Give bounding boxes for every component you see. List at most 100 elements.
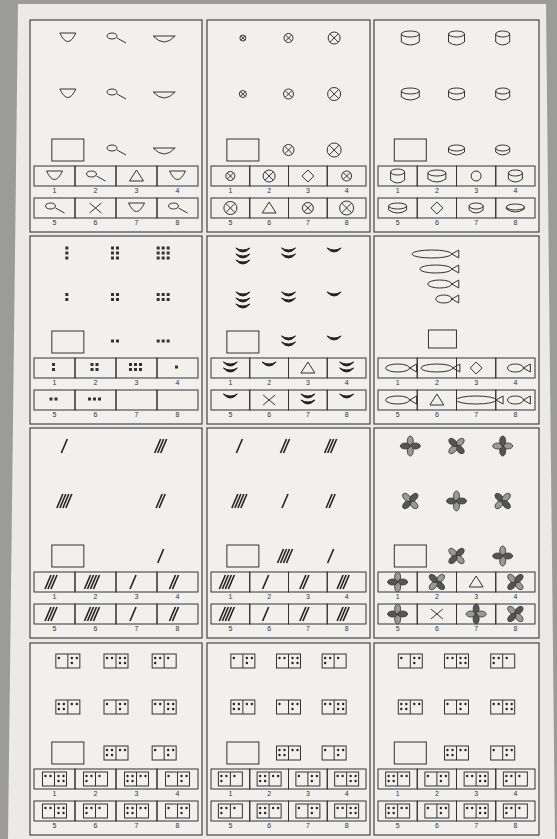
cup-figure — [47, 171, 63, 180]
figure-stroke — [511, 703, 513, 705]
figure-stroke — [298, 775, 300, 777]
option-number: 5 — [225, 822, 235, 830]
option-box — [211, 801, 250, 821]
domino-figure — [445, 700, 469, 714]
dot-figure — [162, 257, 165, 260]
domino-figure — [322, 654, 346, 668]
bowl-figure — [153, 92, 175, 98]
figure-stroke — [336, 807, 338, 809]
option-box — [75, 390, 116, 410]
option-number: 6 — [432, 411, 442, 419]
option-box — [211, 358, 250, 378]
figure-stroke — [334, 746, 335, 760]
figure-stroke — [265, 172, 273, 180]
figure-stroke — [471, 775, 473, 777]
slash-figure — [158, 549, 164, 563]
figure-stroke — [233, 708, 235, 710]
figure-stroke — [337, 749, 339, 751]
figure-stroke — [387, 775, 389, 777]
figure-stroke — [238, 708, 240, 710]
figure-stroke — [167, 708, 169, 710]
figure-stroke — [496, 34, 510, 45]
option-number: 4 — [173, 790, 183, 798]
fish-figure — [412, 250, 452, 258]
figure-stroke — [324, 749, 326, 751]
dot-figure — [129, 363, 132, 366]
figure-stroke — [283, 754, 285, 756]
option-box — [378, 572, 417, 592]
figure-stroke — [484, 775, 486, 777]
figure-stroke — [493, 703, 495, 705]
figure-stroke — [449, 91, 465, 100]
slash-figure — [235, 494, 241, 508]
figure-stroke — [62, 775, 64, 777]
figure-stroke — [413, 657, 415, 659]
item-frame — [30, 428, 202, 638]
figure-stroke — [479, 807, 481, 809]
option-number: 5 — [225, 411, 235, 419]
slash-figure — [328, 549, 334, 563]
slash-figure — [287, 549, 293, 563]
figure-stroke — [119, 662, 121, 664]
figure-stroke — [324, 703, 326, 705]
option-box — [75, 604, 116, 624]
domino-figure — [503, 772, 527, 786]
cup-figure — [170, 171, 186, 180]
figure-stroke — [498, 657, 500, 659]
figure-stroke — [167, 775, 169, 777]
option-box — [457, 572, 496, 592]
figure-stroke — [330, 34, 338, 42]
dot-figure — [167, 247, 170, 250]
figure-stroke — [405, 807, 407, 809]
figure-stroke — [446, 703, 448, 705]
figure-stroke — [220, 807, 222, 809]
figure-stroke — [71, 662, 73, 664]
figure-stroke — [484, 812, 486, 814]
figure-stroke — [116, 654, 117, 668]
domino-figure — [152, 700, 176, 714]
figure-stroke — [63, 708, 65, 710]
option-box — [34, 604, 75, 624]
domino-figure — [56, 654, 80, 668]
option-box — [211, 604, 250, 624]
figure-stroke — [242, 700, 243, 714]
dot-figure — [157, 247, 160, 250]
figure-stroke — [269, 804, 270, 818]
circle-x-figure — [284, 89, 294, 99]
circle-figure — [471, 171, 481, 181]
dot-figure — [167, 340, 170, 343]
option-box — [378, 390, 417, 410]
domino-figure — [425, 772, 449, 786]
slash-figure — [159, 494, 165, 508]
option-number: 3 — [132, 790, 142, 798]
figure-stroke — [233, 703, 235, 705]
circle-x-figure — [224, 202, 237, 215]
figure-stroke — [264, 775, 266, 777]
fish-figure — [386, 396, 410, 404]
figure-stroke — [337, 703, 339, 705]
figure-stroke — [493, 657, 495, 659]
figure-stroke — [445, 775, 447, 777]
fish-figure — [421, 364, 453, 372]
figure-stroke — [225, 807, 227, 809]
slash-figure — [300, 575, 306, 589]
figure-stroke — [496, 91, 510, 100]
figure-stroke — [388, 579, 398, 585]
figure-stroke — [466, 775, 468, 777]
option-number: 5 — [393, 219, 403, 227]
figure-stroke — [387, 812, 389, 814]
circle-x-figure — [302, 203, 313, 214]
figure-stroke — [185, 775, 187, 777]
slash-figure — [337, 575, 343, 589]
option-box — [157, 198, 198, 218]
figure-stroke — [76, 657, 78, 659]
figure-stroke — [408, 492, 419, 503]
option-number: 1 — [50, 593, 60, 601]
figure-stroke — [324, 662, 326, 664]
figure-stroke — [506, 754, 508, 756]
figure-stroke — [259, 807, 261, 809]
figure-stroke — [451, 754, 453, 756]
spoon-figure — [107, 33, 117, 39]
figure-stroke — [264, 780, 266, 782]
option-box — [116, 166, 157, 186]
